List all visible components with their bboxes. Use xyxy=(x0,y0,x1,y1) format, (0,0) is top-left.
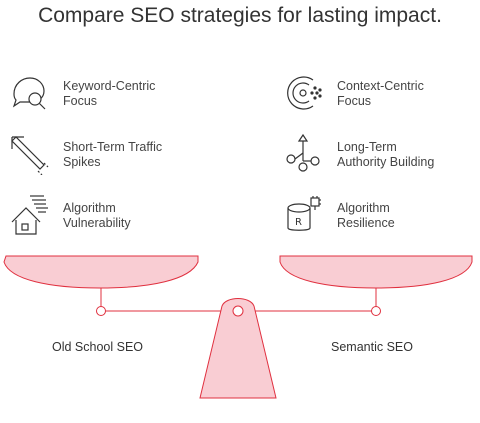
short-term-traffic-label: Short-Term Traffic Spikes xyxy=(63,140,162,170)
svg-text:R: R xyxy=(295,217,302,228)
item-line2: Spikes xyxy=(63,155,101,169)
item-line1: Keyword-Centric xyxy=(63,79,156,93)
left-pan xyxy=(3,255,199,289)
semantic-seo-label: Semantic SEO xyxy=(331,340,413,354)
algorithm-resilience-label: Algorithm Resilience xyxy=(337,201,395,231)
item-line1: Long-Term xyxy=(337,140,397,154)
keyword-search-icon xyxy=(8,72,50,114)
right-pan xyxy=(279,255,473,289)
fulcrum xyxy=(199,298,277,399)
left-hinge xyxy=(96,306,106,316)
old-school-seo-label: Old School SEO xyxy=(52,340,144,354)
vulnerable-house-icon xyxy=(8,194,50,236)
item-line2: Focus xyxy=(337,94,372,108)
item-line2: Resilience xyxy=(337,216,395,230)
center-pivot xyxy=(232,305,244,317)
item-line2: Authority Building xyxy=(337,155,435,169)
long-term-authority-label: Long-Term Authority Building xyxy=(337,140,434,170)
context-circle-icon xyxy=(283,72,325,114)
algorithm-vulnerability-label: Algorithm Vulnerability xyxy=(63,201,131,231)
context-centric-focus-label: Context-Centric Focus xyxy=(337,79,424,109)
keyword-centric-focus-label: Keyword-Centric Focus xyxy=(63,79,155,109)
item-line1: Context-Centric xyxy=(337,79,424,93)
item-line2: Vulnerability xyxy=(63,216,131,230)
item-line1: Short-Term Traffic xyxy=(63,140,163,154)
traffic-spike-arrow-icon xyxy=(8,133,50,175)
item-line1: Algorithm xyxy=(63,201,116,215)
item-line2: Focus xyxy=(63,94,98,108)
resilience-database-icon: R xyxy=(283,194,325,236)
right-hinge xyxy=(371,306,381,316)
item-line1: Algorithm xyxy=(337,201,390,215)
page-title: Compare SEO strategies for lasting impac… xyxy=(38,4,442,27)
growth-network-icon xyxy=(283,133,325,175)
